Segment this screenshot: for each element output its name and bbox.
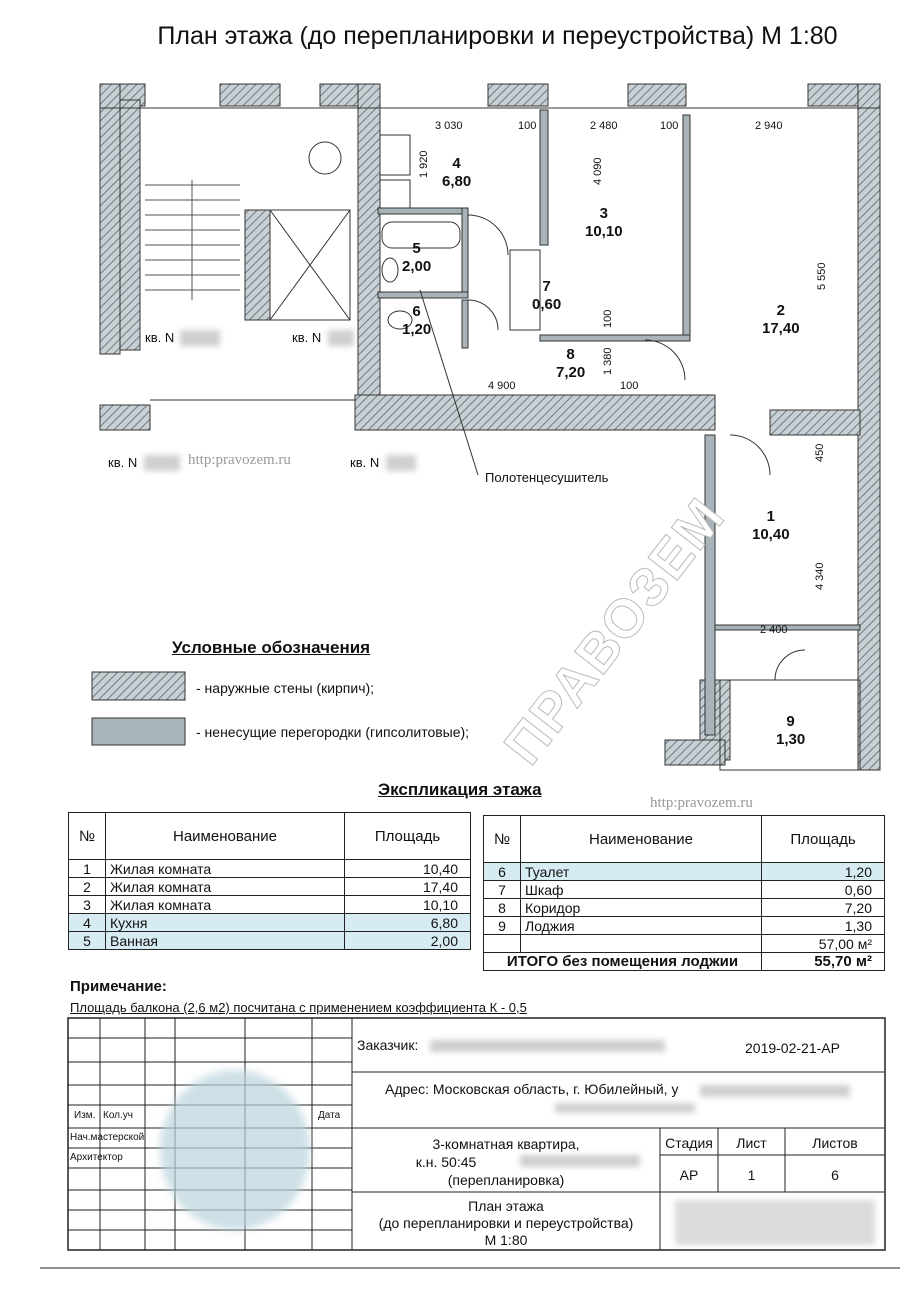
dimension: 4 900: [488, 380, 516, 392]
note-text: Площадь балкона (2,6 м2) посчитана с при…: [70, 1000, 527, 1015]
watermark-url: http:pravozem.ru: [650, 795, 753, 811]
dimension: 2 400: [760, 624, 788, 636]
total-row: 57,00 м²: [483, 934, 885, 953]
dimension: 100: [602, 309, 614, 328]
legend-title: Условные обозначения: [172, 638, 371, 657]
plan-lines: [100, 107, 880, 771]
dimension: 1 380: [602, 347, 614, 375]
legend-swatches: [91, 671, 186, 746]
dimension: 5 550: [816, 262, 828, 290]
explication-title: Экспликация этажа: [378, 780, 542, 799]
koluch-label: Кол.уч: [103, 1110, 133, 1121]
apartment-label: кв. N: [350, 455, 380, 470]
dimension: 100: [518, 120, 537, 132]
apartment-label: кв. N: [292, 330, 322, 345]
customer-label: Заказчик:: [357, 1037, 419, 1053]
address: Адрес: Московская область, г. Юбилейный,…: [385, 1081, 679, 1097]
stamp-blurred: [160, 1070, 310, 1230]
izm-label: Изм.: [74, 1110, 96, 1121]
sheet-value: 1: [747, 1167, 756, 1183]
stage-label: Стадия: [665, 1135, 713, 1151]
partitions: [377, 109, 861, 736]
dimension: 2 480: [590, 120, 618, 132]
drawing-title: План этажа (до перепланировки и переустр…: [378, 1198, 634, 1248]
legend-partitions: - ненесущие перегородки (гипсолитовые);: [196, 724, 470, 740]
legend-outer-walls: - наружные стены (кирпич);: [196, 680, 375, 696]
head-label: Нач.мастерской: [70, 1132, 145, 1143]
dimension: 450: [814, 443, 826, 462]
page-title: План этажа (до перепланировки и переустр…: [157, 22, 838, 50]
dimension: 4 090: [592, 157, 604, 185]
object-description: 3-комнатная квартира, к.н. 50:45 (перепл…: [415, 1136, 580, 1188]
sheets-value: 6: [831, 1167, 839, 1183]
outer-walls: [99, 83, 881, 771]
sheets-label: Листов: [812, 1135, 858, 1151]
dimension: 1 920: [418, 150, 430, 178]
dimension: 100: [660, 120, 679, 132]
dimension: 3 030: [435, 120, 463, 132]
dimension: 2 940: [755, 120, 783, 132]
sheet-label: Лист: [736, 1135, 767, 1151]
apartment-label: кв. N: [145, 330, 175, 345]
note-title: Примечание:: [70, 978, 167, 995]
date-label: Дата: [318, 1110, 341, 1121]
company-logo-blurred: [675, 1200, 875, 1245]
dimension: 100: [620, 380, 639, 392]
architect-label: Архитектор: [70, 1152, 123, 1163]
apartment-label: кв. N: [108, 455, 138, 470]
stage-value: АР: [679, 1167, 699, 1183]
watermark-url: http:pravozem.ru: [188, 452, 291, 468]
dimension: 4 340: [814, 562, 826, 590]
title-block-grid: [40, 1017, 900, 1269]
project-code: 2019-02-21-АР: [745, 1040, 840, 1056]
towel-dryer-label: Полотенцесушитель: [485, 470, 609, 485]
